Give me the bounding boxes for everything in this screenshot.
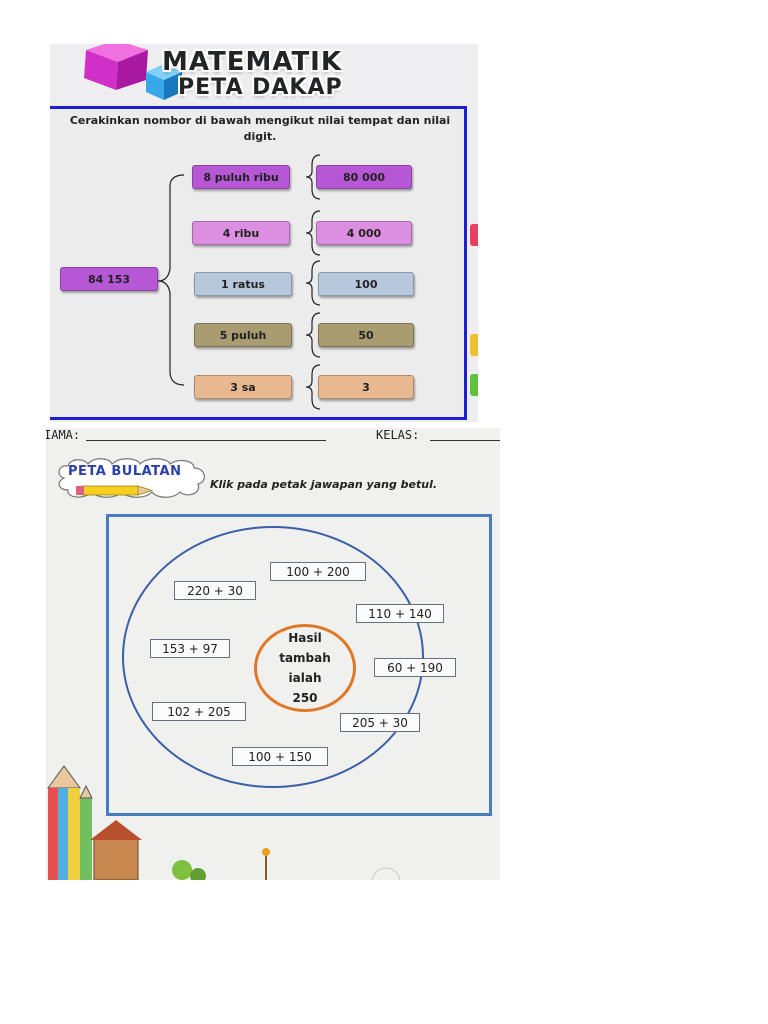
value-box: 4 000 <box>316 221 412 245</box>
value-label: 3 <box>362 380 370 394</box>
number-box: 84 153 <box>60 267 158 291</box>
answer-option[interactable]: 100 + 200 <box>270 562 366 581</box>
decorative-block <box>470 224 478 246</box>
answer-option[interactable]: 100 + 150 <box>232 747 328 766</box>
blue-cube-icon <box>146 64 182 100</box>
class-field[interactable] <box>430 440 500 441</box>
magenta-cube-icon <box>84 44 148 90</box>
center-circle: Hasil tambah ialah 250 <box>254 624 356 712</box>
brace-connectors <box>157 154 321 410</box>
value-box: 50 <box>318 323 414 347</box>
option-label: 205 + 30 <box>352 715 408 730</box>
center-label: Hasil tambah ialah 250 <box>279 631 331 705</box>
option-label: 110 + 140 <box>368 606 432 621</box>
page-title: MATEMATIK <box>162 47 343 77</box>
place-box: 5 puluh <box>194 323 292 347</box>
option-label: 100 + 200 <box>286 564 350 579</box>
class-label: KELAS: <box>376 428 420 442</box>
option-label: 60 + 190 <box>387 660 443 675</box>
student-header: IAMA: KELAS: <box>46 428 500 444</box>
place-box: 8 puluh ribu <box>192 165 290 189</box>
value-label: 100 <box>354 277 378 291</box>
option-label: 153 + 97 <box>162 641 218 656</box>
value-label: 50 <box>358 328 374 342</box>
cloud-banner-icon <box>58 458 205 498</box>
answer-option[interactable]: 205 + 30 <box>340 713 420 732</box>
instruction-text: Klik pada petak jawapan yang betul. <box>210 478 438 491</box>
pencil-house-decoration-icon <box>47 765 401 880</box>
place-label: 1 ratus <box>221 277 265 291</box>
answer-option[interactable]: 220 + 30 <box>174 581 256 600</box>
answer-option[interactable]: 60 + 190 <box>374 658 456 677</box>
answer-option[interactable]: 153 + 97 <box>150 639 230 658</box>
page-subtitle: PETA DAKAP <box>178 75 343 100</box>
outer-circle <box>122 526 424 788</box>
peta-bulatan-title: PETA BULATAN <box>68 464 182 479</box>
value-label: 80 000 <box>342 170 386 184</box>
value-box: 80 000 <box>316 165 412 189</box>
circle-map-frame <box>106 514 492 816</box>
value-box: 3 <box>318 375 414 399</box>
place-label: 4 ribu <box>222 226 260 240</box>
place-label: 8 puluh ribu <box>203 170 279 184</box>
instruction-text: Cerakinkan nombor di bawah mengikut nila… <box>69 114 451 143</box>
place-label: 3 sa <box>230 380 256 394</box>
decorative-block <box>470 374 478 396</box>
value-box: 100 <box>318 272 414 296</box>
option-label: 100 + 150 <box>248 749 312 764</box>
peta-bulatan-worksheet: IAMA: KELAS: PETA BULATAN Klik pada peta… <box>46 428 500 880</box>
place-label: 5 puluh <box>219 328 267 342</box>
decorative-block <box>470 334 478 356</box>
place-box: 4 ribu <box>192 221 290 245</box>
value-label: 4 000 <box>346 226 382 240</box>
place-box: 3 sa <box>194 375 292 399</box>
peta-dakap-frame: Cerakinkan nombor di bawah mengikut nila… <box>50 106 467 420</box>
name-label: IAMA: <box>46 428 81 442</box>
name-field[interactable] <box>86 440 326 441</box>
answer-option[interactable]: 102 + 205 <box>152 702 246 721</box>
peta-dakap-worksheet: MATEMATIK PETA DAKAP Cerakinkan nombor d… <box>50 44 478 422</box>
number-label: 84 153 <box>87 272 131 286</box>
answer-option[interactable]: 110 + 140 <box>356 604 444 623</box>
place-box: 1 ratus <box>194 272 292 296</box>
option-label: 102 + 205 <box>167 704 231 719</box>
option-label: 220 + 30 <box>187 583 243 598</box>
